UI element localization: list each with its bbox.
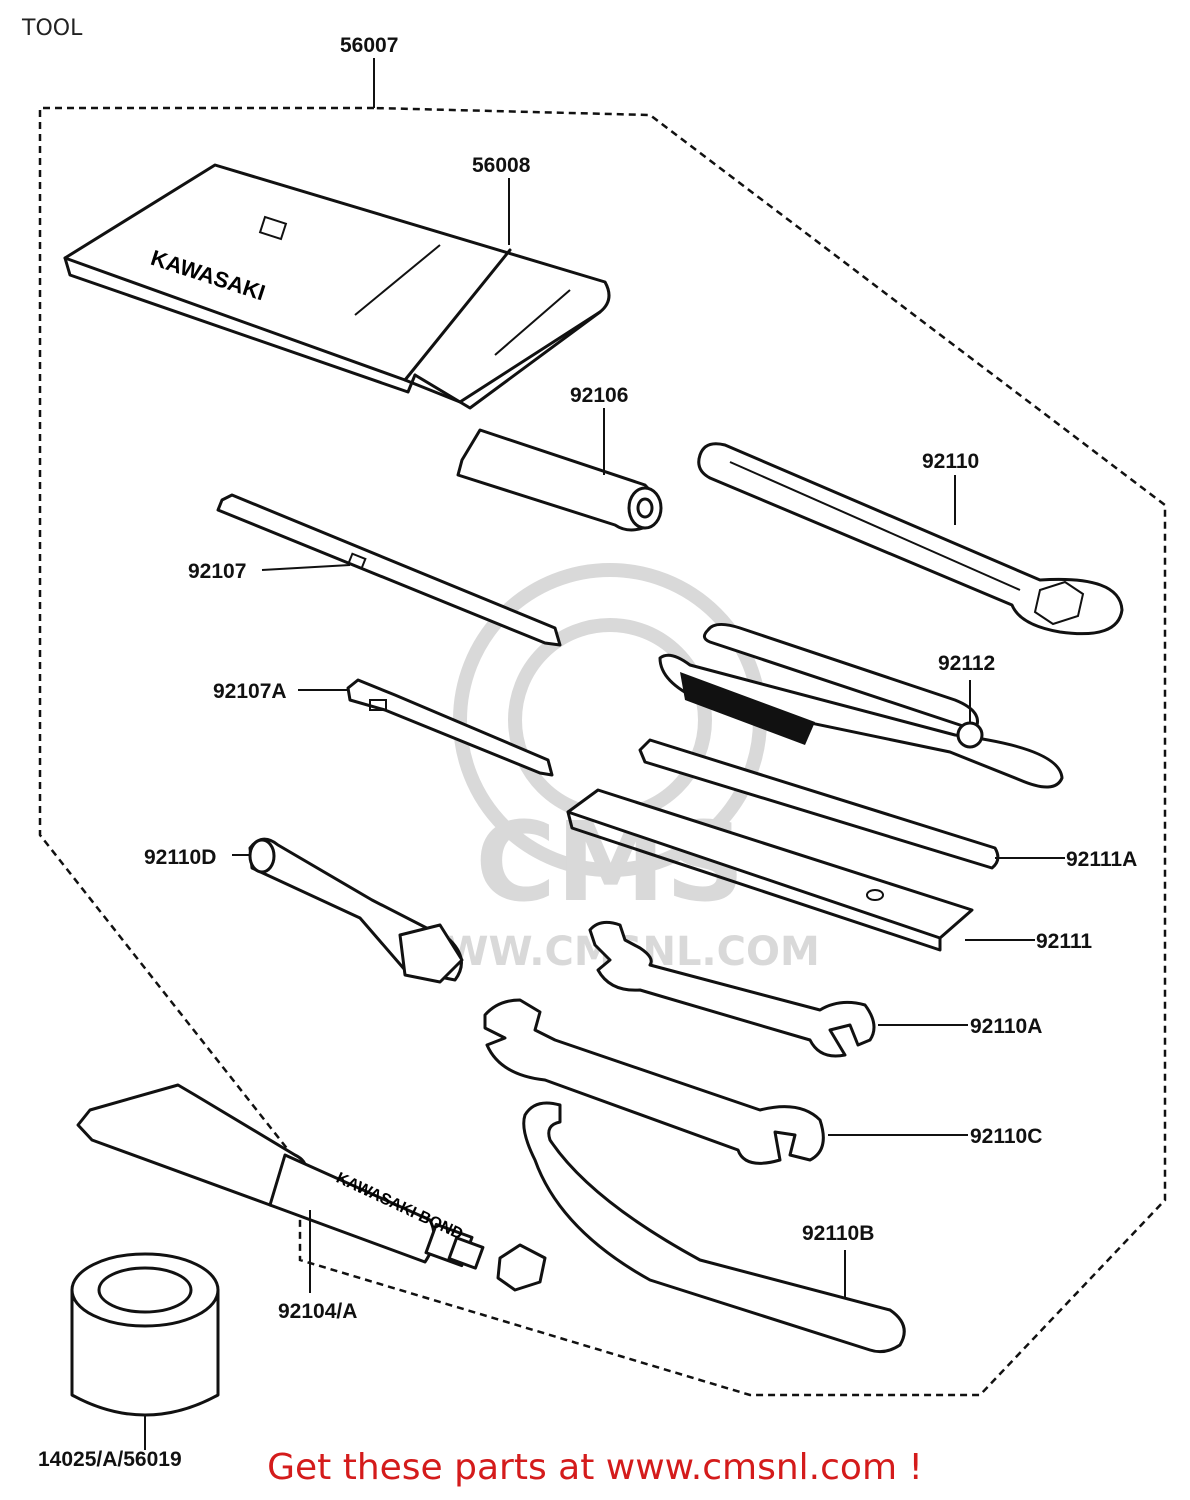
label-92110B: 92110B bbox=[802, 1222, 874, 1245]
part-labels: 56007 56008 92106 92110 92107 92112 9210… bbox=[38, 34, 1137, 1471]
socket-handle[interactable] bbox=[456, 428, 663, 532]
label-56008: 56008 bbox=[472, 154, 531, 177]
label-14025: 14025/A/56019 bbox=[38, 1448, 182, 1471]
flat-bar[interactable] bbox=[566, 788, 974, 952]
label-92110C: 92110C bbox=[970, 1125, 1042, 1148]
open-wrench-92110C[interactable] bbox=[483, 998, 825, 1165]
label-92104A: 92104/A bbox=[278, 1300, 357, 1323]
screwdriver-92107A[interactable] bbox=[346, 678, 554, 777]
label-92111A: 92111A bbox=[1066, 848, 1137, 871]
label-92112: 92112 bbox=[938, 652, 995, 675]
label-92110D: 92110D bbox=[144, 846, 216, 869]
label-92107: 92107 bbox=[188, 560, 246, 583]
leader-92107 bbox=[261, 564, 351, 571]
screwdriver-92107[interactable] bbox=[216, 493, 562, 647]
box-wrench[interactable] bbox=[697, 442, 1124, 636]
label-56007: 56007 bbox=[340, 34, 398, 57]
hook-spanner[interactable] bbox=[522, 1101, 906, 1354]
label-92111: 92111 bbox=[1036, 930, 1092, 953]
label-92110A: 92110A bbox=[970, 1015, 1042, 1038]
footer-link-text[interactable]: Get these parts at www.cmsnl.com ! bbox=[267, 1447, 923, 1488]
label-92110: 92110 bbox=[922, 450, 979, 473]
open-wrench-92110A[interactable] bbox=[588, 920, 876, 1058]
bond-can[interactable] bbox=[70, 1252, 220, 1417]
kit-boundary bbox=[38, 106, 1167, 1397]
diagram-title: TOOL bbox=[22, 16, 83, 41]
label-92106: 92106 bbox=[570, 384, 628, 407]
tool-bag[interactable]: KAWASAKI bbox=[63, 163, 611, 410]
plug-wrench[interactable] bbox=[248, 837, 464, 984]
pliers[interactable] bbox=[658, 623, 1064, 789]
label-92107A: 92107A bbox=[213, 680, 287, 703]
